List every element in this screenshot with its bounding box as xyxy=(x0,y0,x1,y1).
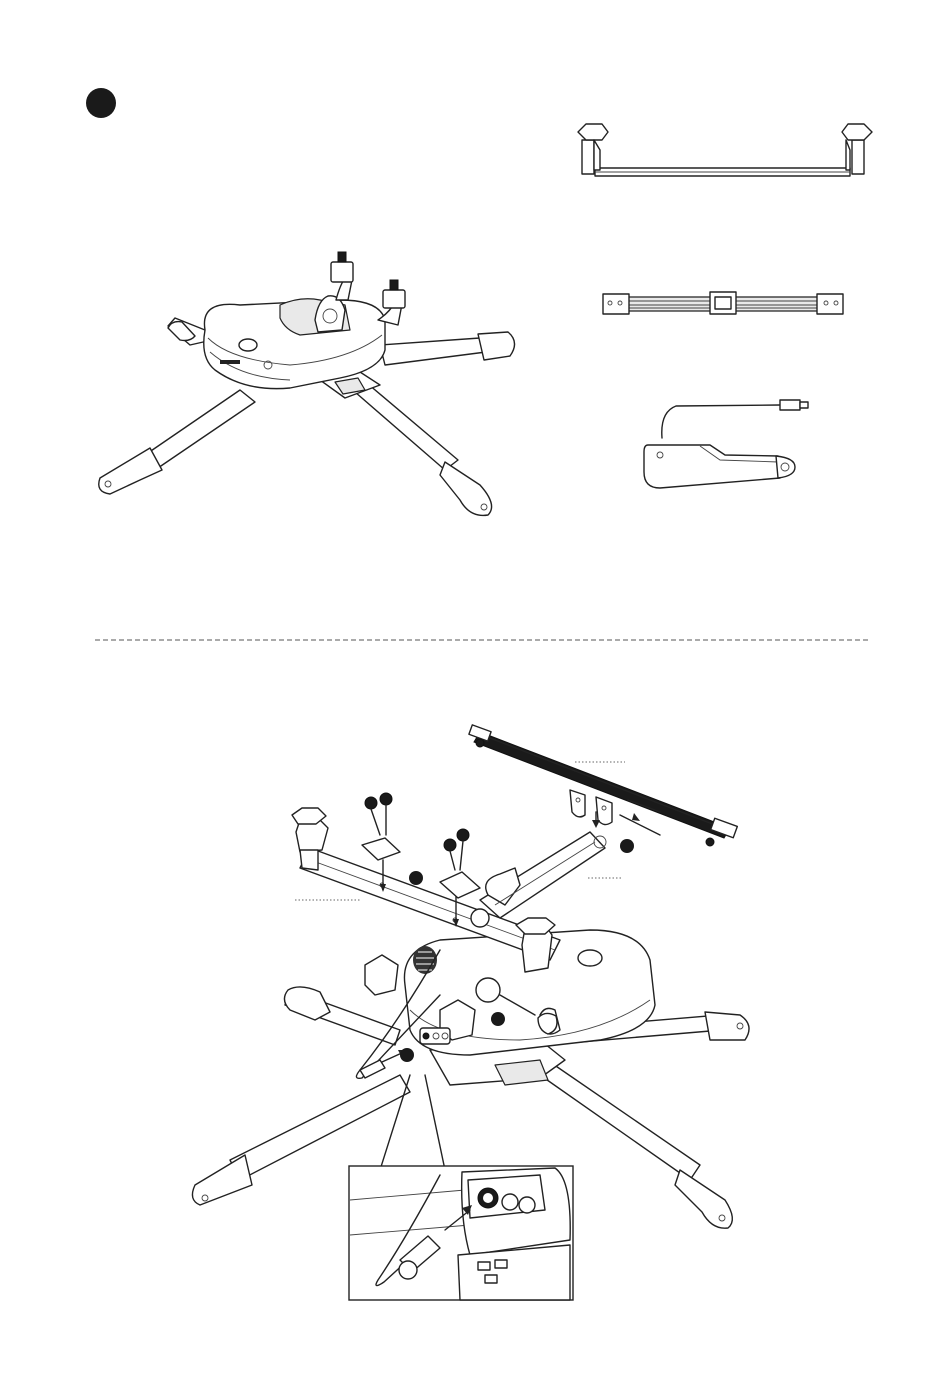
callout-dot xyxy=(620,839,634,853)
exploded-assembly-icon xyxy=(192,725,749,1228)
arm-with-cable-icon xyxy=(644,400,808,488)
callout-dot xyxy=(491,1012,505,1026)
connector-detail-icon xyxy=(349,1166,573,1300)
step-marker-dot xyxy=(86,88,116,118)
top-bar-with-clamps-icon xyxy=(578,124,872,176)
callout-dot xyxy=(400,1048,414,1062)
callout-dot xyxy=(409,871,423,885)
flat-bracket-bar-icon xyxy=(603,292,843,314)
drone-base-frame-icon xyxy=(99,252,515,515)
